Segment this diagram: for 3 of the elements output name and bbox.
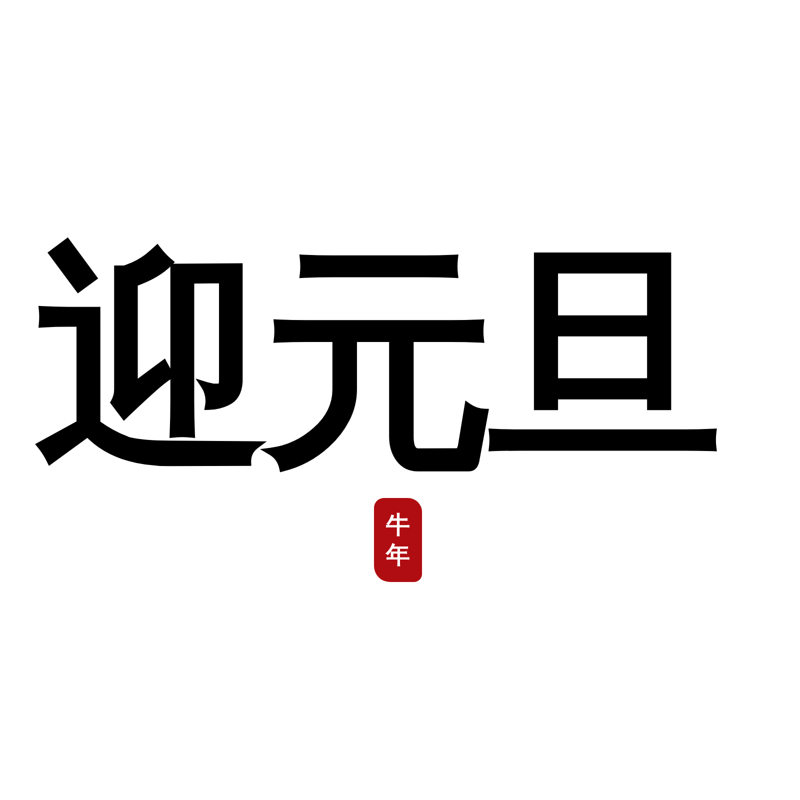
calligraphy-title: 迎元旦 (34, 221, 717, 500)
seal-stamp (374, 498, 422, 582)
seal-text: 牛年 (385, 510, 411, 570)
